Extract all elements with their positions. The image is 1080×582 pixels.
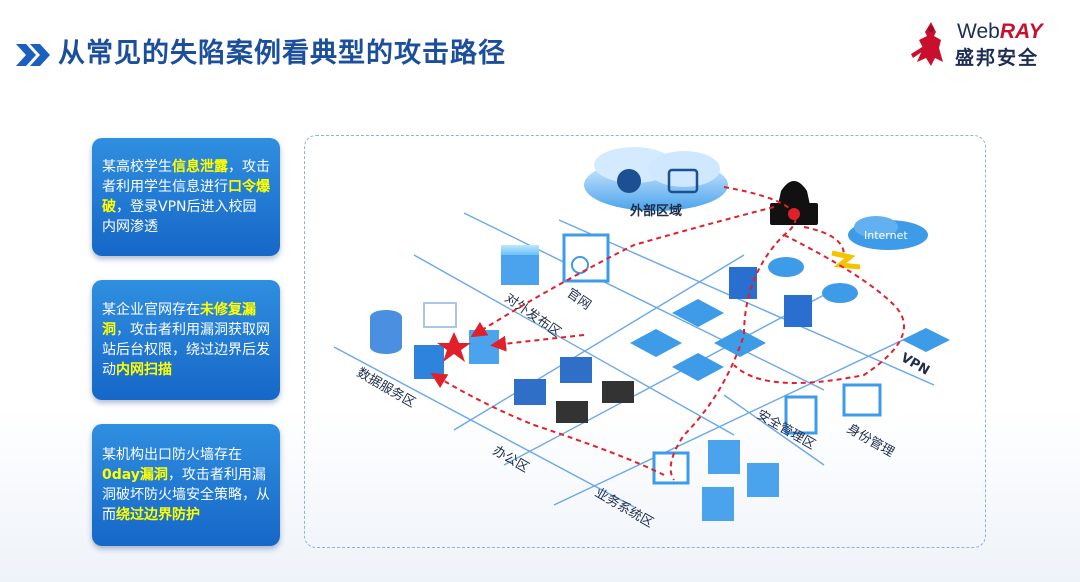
case-card-1: 某高校学生信息泄露，攻击者利用学生信息进行口令爆破，登录VPN后进入校园内网渗透 [92,138,280,256]
business-zone-label: 业务系统区 [592,485,656,531]
case-card-text: 某高校学生信息泄露，攻击者利用学生信息进行口令爆破，登录VPN后进入校园内网渗透 [102,157,270,237]
web-server-icon [501,245,539,285]
logo-chinese-text: 盛邦安全 [955,47,1040,69]
card-text-segment: ，登录VPN后进入校园内网渗透 [102,199,257,235]
breach-star-icon [437,332,471,362]
database-icon [370,310,402,354]
highlight-text: 口令爆破 [102,179,270,215]
knight-logo-icon [911,22,943,66]
external-zone-label: 外部区域 [629,203,682,219]
identity-label: 身份管理 [844,421,897,461]
lightning-icon [831,250,861,270]
vpn-icon [902,328,950,352]
highlight-text: 内网扫描 [116,362,172,378]
website-label: 官网 [564,285,594,313]
highlight-text: 0day漏洞 [102,467,168,483]
data-zone-label: 数据服务区 [354,365,418,411]
case-card-2: 某企业官网存在未修复漏洞，攻击者利用漏洞获取网站后台权限，绕过边界后发动内网扫描 [92,280,280,400]
page-title: 从常见的失陷案例看典型的攻击路径 [58,38,506,69]
github-icon [617,169,641,193]
network-diagram-frame [304,135,986,548]
case-card-3: 某机构出口防火墙存在 0day漏洞，攻击者利用漏洞破坏防火墙安全策略，从而绕过边界… [92,424,280,546]
website-icon [562,233,610,283]
folder-icon [423,302,457,328]
card-text-segment: 某机构出口防火墙存在 [102,447,242,463]
highlight-text: 信息泄露 [172,159,228,175]
zone-grid-lines [333,212,935,508]
external-zone-cloud [584,147,728,211]
webray-logo: WebRAY 盛邦安全 [905,18,1065,70]
card-text-segment: 某企业官网存在 [102,302,200,318]
card-text-segment: ，攻击者利用漏洞破坏防火墙安全策略，从而 [102,467,270,523]
case-card-text: 某企业官网存在未修复漏洞，攻击者利用漏洞获取网站后台权限，绕过边界后发动内网扫描 [102,300,270,380]
router-icon [768,257,858,303]
security-icon [784,383,882,435]
firewall-icon [729,267,812,327]
card-text-segment: 某高校学生 [102,159,172,175]
card-text-segment: ，攻击者利用漏洞获取网站后台权限，绕过边界后发动 [102,322,270,378]
network-diagram: 外部区域 Internet 对外发布区 官网 [333,147,950,531]
vpn-label: VPN [898,350,932,378]
internet-cloud [848,216,928,250]
switch-icon [630,299,766,381]
storage-icon [667,168,699,194]
attack-path [430,186,905,481]
hacker-icon [770,181,818,225]
internet-label: Internet [864,229,908,242]
web-zone-label: 对外发布区 [502,290,564,340]
pc-icon [514,357,634,423]
card-text-segment: ，攻击者利用学生信息进行 [102,159,270,195]
highlight-text: 未修复漏洞 [102,302,256,338]
case-card-text: 某机构出口防火墙存在 0day漏洞，攻击者利用漏洞破坏防火墙安全策略，从而绕过边界… [102,445,270,525]
logo-english-text: WebRAY [957,20,1043,43]
title-chevron-icon [16,44,50,66]
business-server-icon [652,440,779,521]
highlight-text: 绕过边界防护 [116,507,200,523]
